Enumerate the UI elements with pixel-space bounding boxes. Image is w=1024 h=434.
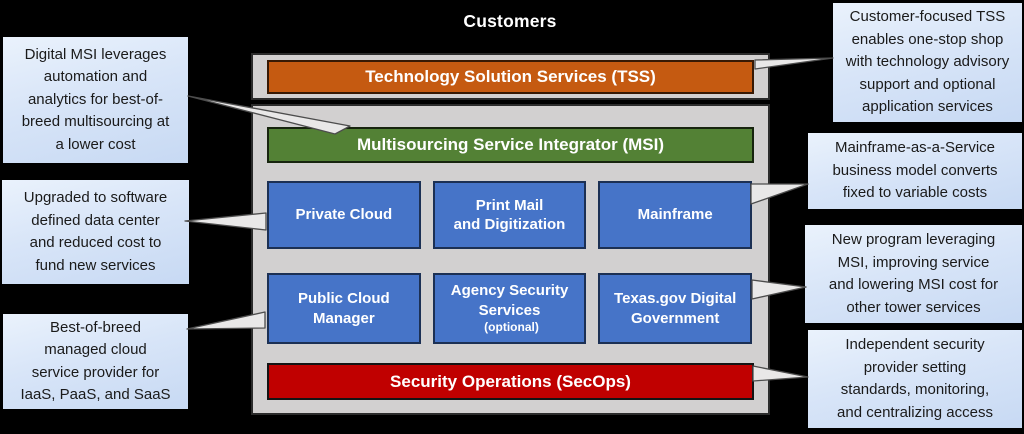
callout-text: New program leveraging MSI, improving se… [828,231,999,316]
tss-bar: Technology Solution Services (TSS) [267,60,754,94]
callout-text: Customer-focused TSS enables one-stop sh… [845,8,1010,116]
tower-texas-gov-digital-government: Texas.gov Digital Government [598,273,753,344]
secops-bar: Security Operations (SecOps) [267,363,754,400]
tower-private-cloud: Private Cloud [267,181,421,249]
tss-container: Technology Solution Services (TSS) [251,53,770,100]
tower-print-mail-digitization: Print Mail and Digitization [432,181,587,249]
callout-text: Best-of-breed managed cloud service prov… [20,318,171,404]
tower-row-1: Private Cloud Print Mail and Digitizatio… [267,181,753,249]
tower-label: Private Cloud [295,206,393,224]
callout-customer-focused-tss: Customer-focused TSS enables one-stop sh… [833,3,1022,122]
tower-label: Mainframe [637,206,713,224]
tower-mainframe: Mainframe [598,181,753,249]
tower-label: Public Cloud Manager [298,290,390,327]
callout-digital-msi: Digital MSI leverages automation and ana… [3,37,188,163]
main-container: Multisourcing Service Integrator (MSI) P… [251,104,770,415]
callout-text: Upgraded to software defined data center… [23,189,168,274]
customers-label: Customers [463,11,557,31]
callout-software-defined-data-center: Upgraded to software defined data center… [2,180,189,284]
callout-independent-security: Independent security provider setting st… [808,330,1022,428]
tower-row-2: Public Cloud Manager Agency Security Ser… [267,273,753,344]
tower-label: Print Mail and Digitization [453,196,566,234]
tower-optional-note: (optional) [484,320,539,335]
tower-label: Agency Security Services [450,282,569,319]
tss-bar-label: Technology Solution Services (TSS) [365,67,656,86]
secops-bar-label: Security Operations (SecOps) [390,371,631,391]
tower-label: Texas.gov Digital Government [614,290,737,327]
callout-new-program-msi: New program leveraging MSI, improving se… [805,225,1022,323]
msi-bar-label: Multisourcing Service Integrator (MSI) [357,135,664,154]
tower-public-cloud-manager: Public Cloud Manager [267,273,421,344]
callout-mainframe-as-a-service: Mainframe-as-a-Service business model co… [808,133,1022,209]
callout-best-of-breed-cloud: Best-of-breed managed cloud service prov… [3,314,188,409]
tower-agency-security-services: Agency Security Services(optional) [432,273,587,344]
callout-text: Mainframe-as-a-Service business model co… [832,139,998,202]
msi-bar: Multisourcing Service Integrator (MSI) [267,127,754,163]
callout-text: Digital MSI leverages automation and ana… [21,45,170,153]
callout-text: Independent security provider setting st… [837,336,993,421]
